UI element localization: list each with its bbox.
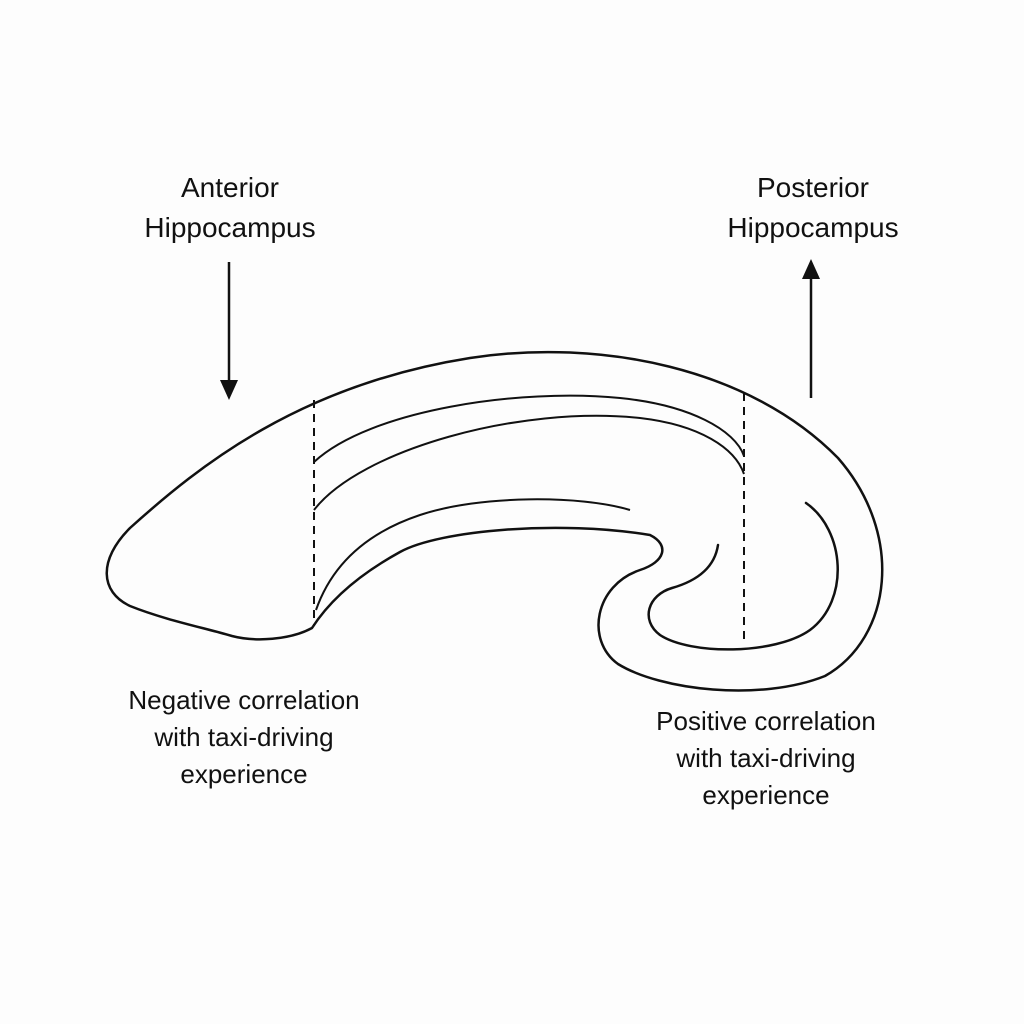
negative-correlation-label: Negative correlation with taxi-driving e… [94, 682, 394, 793]
positive-label-line2: with taxi-driving [676, 743, 856, 773]
posterior-hippocampus-label: Posterior Hippocampus [693, 168, 933, 248]
posterior-label-line1: Posterior [756, 172, 870, 203]
inner-stratum-lower [313, 414, 745, 511]
anterior-label-line2: Hippocampus [144, 212, 316, 243]
positive-label-line1: Positive correlation [656, 706, 876, 736]
inner-stratum-upper [313, 394, 745, 463]
positive-label-line3: experience [702, 780, 830, 810]
posterior-arrow [802, 259, 820, 398]
anterior-label-line1: Anterior [180, 172, 280, 203]
hippocampus-outline [105, 350, 884, 692]
negative-label-line3: experience [180, 759, 308, 789]
positive-correlation-label: Positive correlation with taxi-driving e… [616, 703, 916, 814]
negative-label-line1: Negative correlation [128, 685, 360, 715]
negative-label-line2: with taxi-driving [154, 722, 334, 752]
anterior-hippocampus-label: Anterior Hippocampus [110, 168, 350, 248]
anterior-arrow [220, 262, 238, 400]
inner-fold-curve [647, 501, 839, 651]
inner-stratum-curve [315, 498, 631, 611]
posterior-label-line2: Hippocampus [727, 212, 899, 243]
